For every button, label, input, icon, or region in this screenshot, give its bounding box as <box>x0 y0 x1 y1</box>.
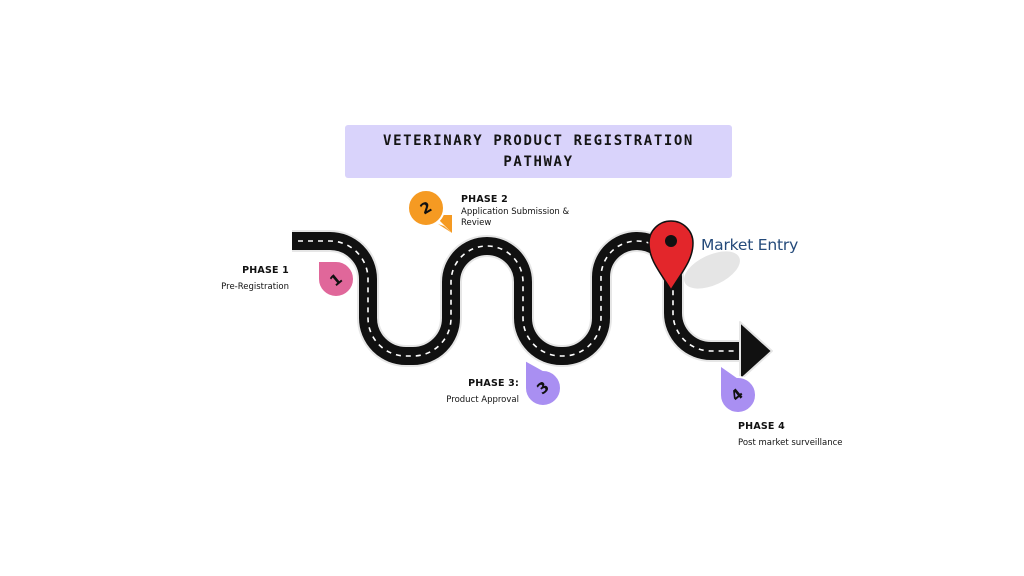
phase-4-marker: 4 <box>719 363 757 414</box>
pin-shadow <box>684 251 740 289</box>
phase-2-description: Application Submission & Review <box>461 207 570 228</box>
map-pin-icon <box>648 220 694 292</box>
phase-4-title: PHASE 4 <box>738 421 785 432</box>
drop-marker-icon <box>317 260 355 298</box>
phase-4-label: PHASE 4 Post market surveillance <box>738 421 858 449</box>
diagram-title: VETERINARY PRODUCT REGISTRATION PATHWAY <box>383 132 694 170</box>
phase-2-label: PHASE 2 Application Submission & Review <box>461 194 591 229</box>
arrow-right-icon <box>739 321 773 381</box>
drop-marker-icon <box>524 358 562 407</box>
phase-2-title: PHASE 2 <box>461 194 508 205</box>
phase-3-marker: 3 <box>524 358 562 407</box>
phase-3-label: PHASE 3: Product Approval <box>420 378 519 406</box>
phase-3-description: Product Approval <box>446 395 519 405</box>
market-entry-label: Market Entry <box>701 236 799 254</box>
phase-2-marker: 2 <box>407 189 452 233</box>
phase-1-label: PHASE 1 Pre-Registration <box>190 265 289 293</box>
phase-1-title: PHASE 1 <box>242 265 289 276</box>
drop-marker-icon <box>719 363 757 414</box>
market-entry-pin <box>648 220 740 292</box>
phase-1-description: Pre-Registration <box>221 282 289 292</box>
phase-3-title: PHASE 3: <box>468 378 519 389</box>
diagram-title-box: VETERINARY PRODUCT REGISTRATION PATHWAY <box>345 125 732 178</box>
phase-1-marker: 1 <box>317 260 355 298</box>
phase-4-description: Post market surveillance <box>738 438 843 448</box>
